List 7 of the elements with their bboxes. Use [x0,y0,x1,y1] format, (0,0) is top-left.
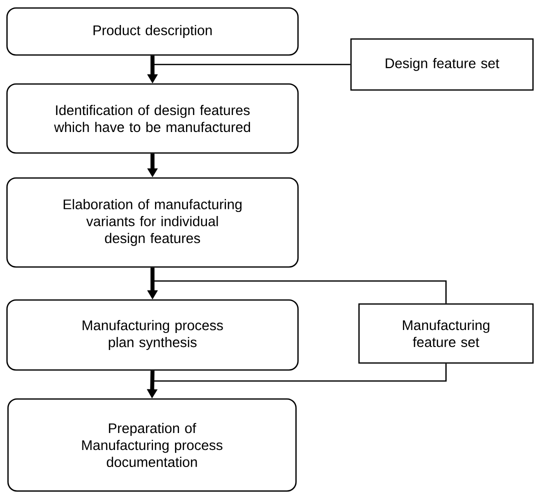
process-box: Manufacturing process plan synthesis [6,299,299,371]
process-box: Preparation of Manufacturing process documentation [7,398,297,492]
input-box: Manufacturing feature set [358,303,534,364]
process-box: Identification of design features which have to be manufactured [6,83,299,154]
process-box: Elaboration of manufacturing variants for individual design features [6,177,299,268]
input-box: Design feature set [350,38,534,91]
process-box: Product description [6,7,299,56]
